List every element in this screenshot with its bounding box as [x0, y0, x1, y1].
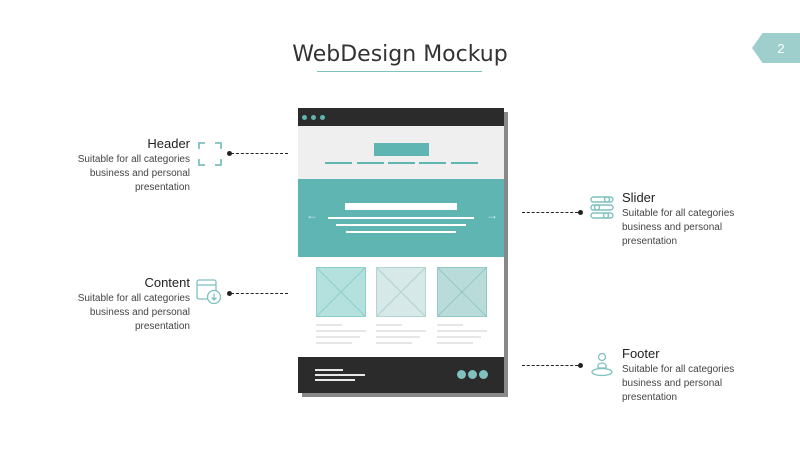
mockup-nav-item [357, 162, 384, 164]
location-pin-icon [591, 352, 613, 377]
slider-connector-dot [578, 210, 583, 215]
mockup-text-line [437, 336, 481, 338]
mockup-footer [298, 357, 504, 393]
mockup-slider-line [336, 224, 466, 226]
content-title: Content [144, 275, 190, 290]
mockup-text-line [316, 342, 352, 344]
website-mockup: ← → [298, 108, 504, 393]
mockup-footer-line [315, 369, 343, 371]
header-title: Header [147, 136, 190, 151]
mockup-nav-item [325, 162, 352, 164]
footer-title: Footer [622, 346, 660, 361]
mockup-footer-line [315, 374, 365, 376]
image-placeholder-icon [437, 267, 487, 317]
mockup-text-line [376, 336, 420, 338]
page-title: WebDesign Mockup [292, 42, 508, 67]
footer-social-dot [479, 370, 488, 379]
content-connector [231, 293, 288, 294]
sliders-icon [590, 196, 614, 219]
footer-connector-dot [578, 363, 583, 368]
mockup-text-line [376, 330, 426, 332]
header-connector-dot [227, 151, 232, 156]
title-underline [317, 71, 482, 72]
slider-title: Slider [622, 190, 656, 205]
mockup-text-line [437, 324, 463, 326]
header-connector [231, 153, 288, 154]
mockup-text-line [316, 330, 366, 332]
mockup-header [298, 126, 504, 179]
mockup-footer-line [315, 379, 355, 381]
footer-social-dot [457, 370, 466, 379]
browser-dot [320, 115, 325, 120]
window-download-icon [196, 279, 222, 305]
mockup-slider: ← → [298, 179, 504, 257]
page-number-badge: 2 [752, 33, 800, 63]
mockup-slider-line [328, 217, 474, 219]
frame-corners-icon [198, 142, 222, 166]
mockup-logo [374, 143, 429, 156]
footer-social-dot [468, 370, 477, 379]
mockup-text-line [316, 336, 360, 338]
mockup-content [298, 257, 504, 357]
mockup-text-line [376, 324, 402, 326]
browser-dot [302, 115, 307, 120]
footer-connector [522, 365, 578, 366]
mockup-nav-item [388, 162, 415, 164]
mockup-browser-bar [298, 108, 504, 126]
arrow-right-icon: → [486, 208, 498, 222]
mockup-nav-item [451, 162, 478, 164]
page-number: 2 [777, 40, 785, 56]
mockup-slider-heading [345, 203, 457, 210]
mockup-text-line [376, 342, 412, 344]
mockup-text-line [437, 342, 473, 344]
browser-dot [311, 115, 316, 120]
mockup-slider-line [346, 231, 456, 233]
mockup-nav-item [419, 162, 446, 164]
content-connector-dot [227, 291, 232, 296]
image-placeholder-icon [376, 267, 426, 317]
mockup-text-line [437, 330, 487, 332]
arrow-left-icon: ← [306, 208, 318, 222]
slider-connector [522, 212, 578, 213]
mockup-text-line [316, 324, 342, 326]
image-placeholder-icon [316, 267, 366, 317]
